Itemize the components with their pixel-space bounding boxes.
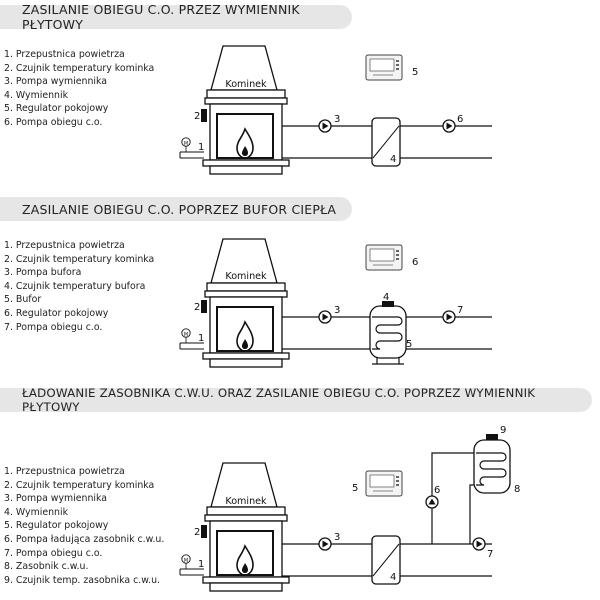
- label-4: 4: [383, 292, 389, 303]
- fireplace-label: Kominek: [225, 496, 267, 507]
- legend-item: 6. Regulator pokojowy: [4, 307, 109, 319]
- pump-icon: [442, 119, 456, 133]
- section-3-title: ŁADOWANIE ZASOBNIKA C.W.U. ORAZ ZASILANI…: [0, 386, 592, 414]
- legend-item: 1. Przepustnica powietrza: [4, 240, 125, 251]
- label-1: 1: [198, 559, 204, 570]
- legend-item: 2. Czujnik temperatury kominka: [4, 62, 155, 74]
- section-2-legend: 1. Przepustnica powietrza 2. Czujnik tem…: [4, 239, 154, 334]
- section-3-diagram: Kominek M 1 2 3 4 5 6 7 8: [179, 425, 520, 592]
- fireplace-label: Kominek: [225, 79, 267, 90]
- label-8: 8: [514, 484, 520, 495]
- legend-item: 3. Pompa wymiennika: [4, 493, 108, 505]
- legend-item: 5. Regulator pokojowy: [4, 103, 109, 115]
- charging-pump-icon: [425, 495, 439, 509]
- label-7: 7: [457, 305, 463, 316]
- legend-item: 3. Pompa wymiennika: [4, 76, 108, 88]
- fireplace-2: [201, 238, 290, 368]
- pump-icon: [318, 119, 332, 133]
- label-6: 6: [434, 485, 440, 496]
- motor-symbol: M: [184, 141, 188, 147]
- label-5: 5: [352, 483, 358, 494]
- room-regulator-icon: [365, 244, 403, 271]
- pump-icon: [318, 310, 332, 324]
- label-2: 2: [194, 302, 200, 313]
- label-1: 1: [198, 333, 204, 344]
- tank-coil: [476, 452, 507, 486]
- label-5: 5: [406, 339, 412, 350]
- legend-item: 6. Pompa obiegu c.o.: [4, 116, 103, 128]
- legend-item: 5. Bufor: [4, 294, 42, 306]
- fireplace-3: [201, 462, 290, 592]
- label-3: 3: [334, 305, 340, 316]
- legend-item: 2. Czujnik temperatury kominka: [4, 253, 155, 265]
- exchanger-diagonal: [372, 125, 400, 159]
- section-1-diagram: Kominek M 1 2 3 4 5 6: [179, 45, 492, 175]
- pipes-3: [282, 452, 492, 577]
- motor-symbol: M: [184, 558, 188, 564]
- section-3-legend: 1. Przepustnica powietrza 2. Czujnik tem…: [4, 465, 164, 587]
- label-2: 2: [194, 527, 200, 538]
- section-1-legend: 1. Przepustnica powietrza 2. Czujnik tem…: [4, 48, 154, 130]
- fireplace-label: Kominek: [225, 271, 267, 282]
- legend-item: 3. Pompa bufora: [4, 267, 82, 279]
- legend-item: 1. Przepustnica powietrza: [4, 49, 125, 60]
- label-4: 4: [390, 154, 396, 165]
- motor-symbol: M: [184, 332, 188, 338]
- label-3: 3: [334, 114, 340, 125]
- tank-sensor-icon: [486, 434, 498, 440]
- legend-item: 2. Czujnik temperatury kominka: [4, 479, 155, 491]
- label-2: 2: [194, 111, 200, 122]
- room-regulator-icon: [365, 470, 403, 497]
- legend-item: 4. Czujnik temperatury bufora: [4, 280, 146, 292]
- legend-item: 4. Wymiennik: [4, 89, 68, 101]
- pump-icon: [318, 537, 332, 551]
- label-1: 1: [198, 142, 204, 153]
- buffer-sensor-icon: [382, 301, 394, 307]
- pump-icon: [472, 537, 486, 551]
- legend-item: 4. Wymiennik: [4, 506, 68, 518]
- label-9: 9: [500, 425, 506, 436]
- legend-item: 7. Pompa obiegu c.o.: [4, 321, 103, 333]
- legend-item: 1. Przepustnica powietrza: [4, 466, 125, 477]
- section-2-diagram: Kominek M 1 2 3 4 5 6 7: [179, 238, 492, 368]
- label-6: 6: [412, 257, 418, 268]
- legend-item: 7. Pompa obiegu c.o.: [4, 547, 103, 559]
- label-4: 4: [390, 572, 396, 583]
- room-regulator-icon: [365, 54, 403, 81]
- legend-item: 8. Zasobnik c.w.u.: [4, 561, 89, 573]
- buffer-tank: [369, 305, 407, 359]
- section-2-title: ZASILANIE OBIEGU C.O. POPRZEZ BUFOR CIEP…: [0, 197, 352, 221]
- section-1-title: ZASILANIE OBIEGU C.O. PRZEZ WYMIENNIK PŁ…: [0, 2, 352, 32]
- section-2-title-text: ZASILANIE OBIEGU C.O. POPRZEZ BUFOR CIEP…: [22, 201, 337, 217]
- label-7: 7: [487, 549, 493, 560]
- label-5: 5: [412, 67, 418, 78]
- legend-item: 6. Pompa ładująca zasobnik c.w.u.: [4, 533, 165, 545]
- section-3-title-text: ŁADOWANIE ZASOBNIKA C.W.U. ORAZ ZASILANI…: [22, 386, 536, 414]
- label-3: 3: [334, 532, 340, 543]
- buffer-coil: [372, 316, 403, 350]
- exchanger-diagonal: [372, 543, 400, 577]
- section-1-title-text: ZASILANIE OBIEGU C.O. PRZEZ WYMIENNIK PŁ…: [22, 2, 300, 32]
- legend-item: 5. Regulator pokojowy: [4, 520, 109, 532]
- pump-icon: [442, 310, 456, 324]
- label-6: 6: [457, 114, 463, 125]
- legend-item: 9. Czujnik temp. zasobnika c.w.u.: [4, 574, 160, 586]
